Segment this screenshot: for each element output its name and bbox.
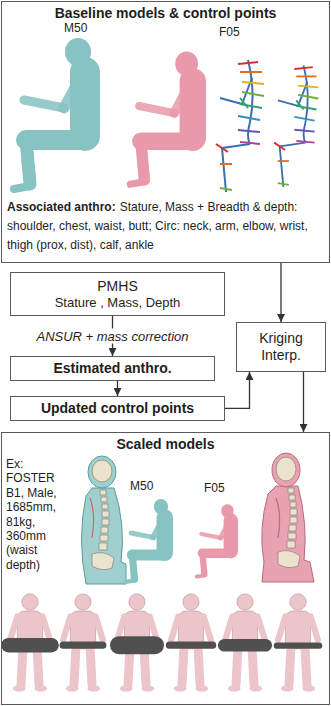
- scaled-f05-figure: [197, 504, 234, 576]
- edge-label: ANSUR + mass correction: [33, 329, 191, 344]
- belted-figure-5-part: [218, 639, 272, 652]
- scaled-f05-section-part: [276, 498, 280, 538]
- flow-arrow: [303, 372, 304, 432]
- belted-figure-3: [110, 594, 164, 692]
- belted-figure-4-part: [166, 642, 216, 649]
- belted-figure-2: [60, 594, 107, 692]
- baseline-f05-figure-part: [130, 51, 198, 184]
- text-heading: Associated anthro:: [7, 200, 116, 214]
- baseline-m50-figure: [14, 38, 91, 189]
- baseline-panel: Baseline models & control pointsAssociat…: [1, 1, 330, 263]
- scaled-m50-section-part: [100, 490, 106, 495]
- node-title: Scaled models: [2, 436, 329, 453]
- m50-control-points-part: [216, 60, 264, 192]
- scaled-m50-section-part: [102, 519, 109, 525]
- belted-figure-6-part: [274, 643, 323, 649]
- scaled-m50-figure-part: [126, 499, 168, 582]
- node-title: Baseline models & control points: [2, 5, 329, 22]
- node-title: Estimated anthro.: [53, 360, 171, 377]
- node-title: PMHS: [97, 278, 137, 295]
- scaled-m50-section-part: [92, 460, 112, 482]
- model-label: F05: [219, 26, 240, 39]
- node-text: Ex: FOSTER B1, Male, 1685mm, 81kg, 360mm…: [6, 457, 70, 572]
- belted-figure-3-part: [110, 636, 164, 654]
- scaled-m50-section-part: [101, 527, 108, 533]
- belted-figure-5: [218, 594, 272, 692]
- f05-control-points-part: [274, 65, 318, 186]
- scaled-m50-figure: [126, 499, 168, 582]
- input-box: PMHSStature , Mass, Depth: [10, 272, 225, 316]
- m50-control-points: [216, 60, 264, 192]
- scaled-f05-section-part: [288, 488, 294, 493]
- belted-figure-4: [166, 594, 216, 692]
- flow-arrow: [117, 381, 118, 396]
- scaled-m50-section: [82, 456, 127, 584]
- process-box: Updated control points: [10, 396, 225, 421]
- scaled-f05-section-part: [276, 457, 296, 481]
- model-label: F05: [204, 482, 225, 495]
- scaled-m50-section-part: [88, 456, 116, 488]
- node-text: Stature , Mass, Depth: [55, 295, 181, 311]
- f05-control-points: [274, 65, 318, 186]
- scaled-f05-section-part: [289, 495, 295, 500]
- node-title: Kriging Interp.: [242, 330, 320, 364]
- scaled-f05-section-part: [278, 551, 300, 568]
- baseline-f05-figure: [130, 51, 198, 184]
- scaled-m50-section-part: [90, 498, 94, 538]
- scaled-m50-section-part: [100, 535, 108, 541]
- belted-figure-1-part: [1, 638, 59, 652]
- process-box: Estimated anthro.: [10, 356, 215, 381]
- scaled-f05-section-part: [289, 525, 296, 531]
- scaled-f05-section: [262, 453, 314, 582]
- scaled-f05-figure-part: [197, 504, 234, 576]
- scaled-m50-section-part: [101, 497, 107, 502]
- process-box: Kriging Interp.: [236, 322, 326, 372]
- scaled-f05-section-part: [290, 502, 296, 507]
- scaled-m50-section-part: [92, 553, 114, 570]
- anthro-paragraph: Associated anthro:Stature, Mass + Breadt…: [7, 196, 327, 254]
- belted-figure-1: [1, 594, 59, 692]
- scaled-m50-section-part: [102, 511, 109, 517]
- scaled-f05-section-part: [290, 509, 297, 515]
- flow-arrow: [280, 263, 281, 322]
- model-label: M50: [64, 22, 87, 35]
- node-title: Updated control points: [41, 400, 194, 417]
- scaled-m50-section-part: [82, 488, 127, 584]
- baseline-m50-figure-part: [14, 38, 91, 189]
- scaled-f05-section-part: [272, 453, 300, 487]
- model-label: M50: [130, 480, 153, 493]
- flow-arrow: [225, 372, 250, 408]
- scaled-f05-section-part: [287, 541, 295, 548]
- scaled-m50-section-part: [99, 543, 107, 550]
- belted-figure-6: [274, 594, 323, 692]
- scaled-models-panel: Scaled modelsEx: FOSTER B1, Male, 1685mm…: [1, 432, 330, 705]
- scaled-f05-section-part: [290, 517, 297, 523]
- scaled-f05-section-part: [262, 486, 314, 582]
- scaled-m50-section-part: [102, 504, 108, 509]
- scaled-f05-section-part: [288, 533, 296, 539]
- belted-figure-2-part: [60, 642, 107, 649]
